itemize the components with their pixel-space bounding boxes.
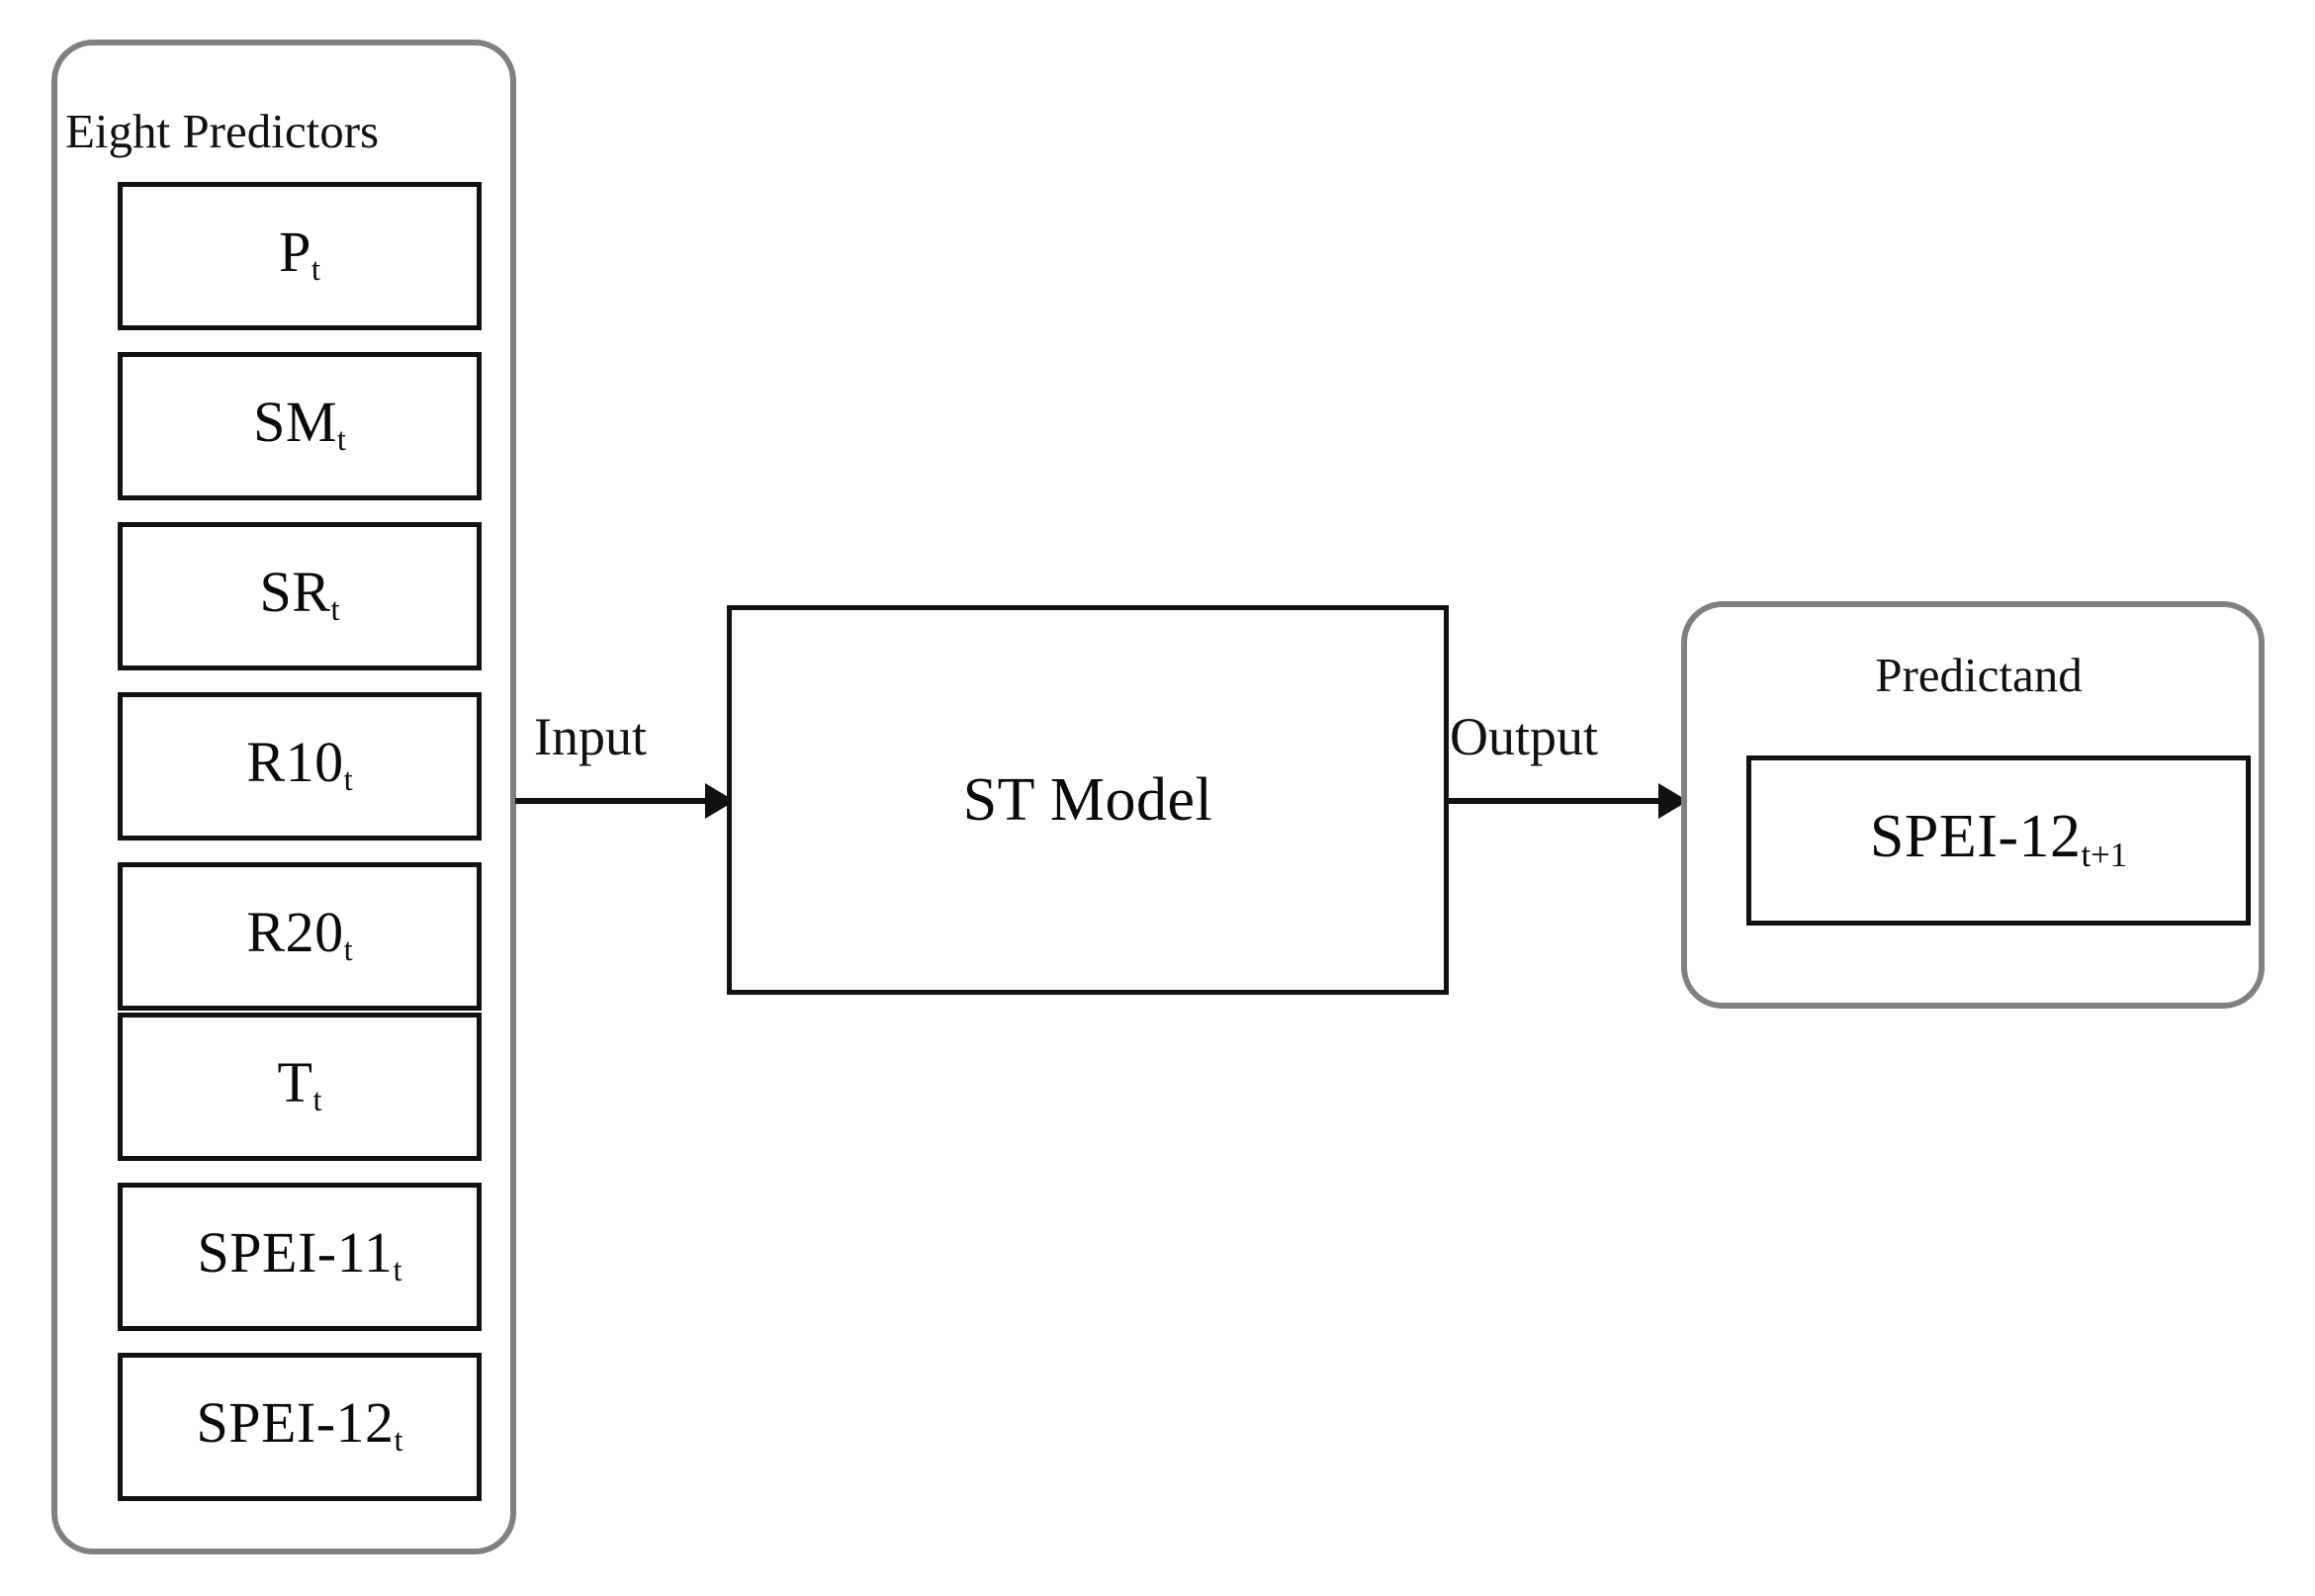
output-arrow-shaft: [1447, 798, 1666, 804]
predictor-label-sr: SRt: [259, 559, 340, 629]
predictor-box-p[interactable]: Pt: [118, 182, 482, 330]
predictor-label-spei11: SPEI-11t: [197, 1219, 402, 1289]
predictor-box-spei12[interactable]: SPEI-12t: [118, 1353, 482, 1501]
input-arrow-label: Input: [534, 707, 647, 766]
predictor-box-sr[interactable]: SRt: [118, 522, 482, 670]
predictand-group: Predictand SPEI-12t+1: [1681, 601, 2265, 1009]
predictor-box-r20[interactable]: R20t: [118, 862, 482, 1011]
input-arrow-shaft: [515, 798, 713, 804]
predictor-box-spei11[interactable]: SPEI-11t: [118, 1183, 482, 1331]
predictor-box-t[interactable]: Tt: [118, 1013, 482, 1161]
predictor-label-spei12: SPEI-12t: [196, 1389, 403, 1460]
predictors-group: Eight Predictors Pt SMt SRt R10t R20t Tt…: [51, 40, 516, 1554]
output-arrow-label: Output: [1450, 707, 1599, 766]
predictor-label-p: Pt: [279, 219, 320, 289]
predictor-label-r10: R10t: [246, 729, 353, 799]
predictand-box-spei12[interactable]: SPEI-12t+1: [1746, 755, 2251, 926]
predictor-box-r10[interactable]: R10t: [118, 692, 482, 841]
predictand-group-caption: Predictand: [1875, 648, 2083, 702]
predictor-label-r20: R20t: [246, 899, 353, 969]
predictand-label-spei12: SPEI-12t+1: [1869, 802, 2128, 874]
input-arrow: [515, 781, 735, 821]
predictor-label-sm: SMt: [253, 389, 346, 459]
predictor-box-sm[interactable]: SMt: [118, 352, 482, 500]
predictor-label-t: Tt: [277, 1049, 322, 1119]
predictors-group-caption: Eight Predictors: [65, 104, 380, 158]
st-model-label: ST Model: [962, 766, 1213, 834]
st-model-box[interactable]: ST Model: [727, 605, 1449, 995]
output-arrow: [1447, 781, 1689, 821]
